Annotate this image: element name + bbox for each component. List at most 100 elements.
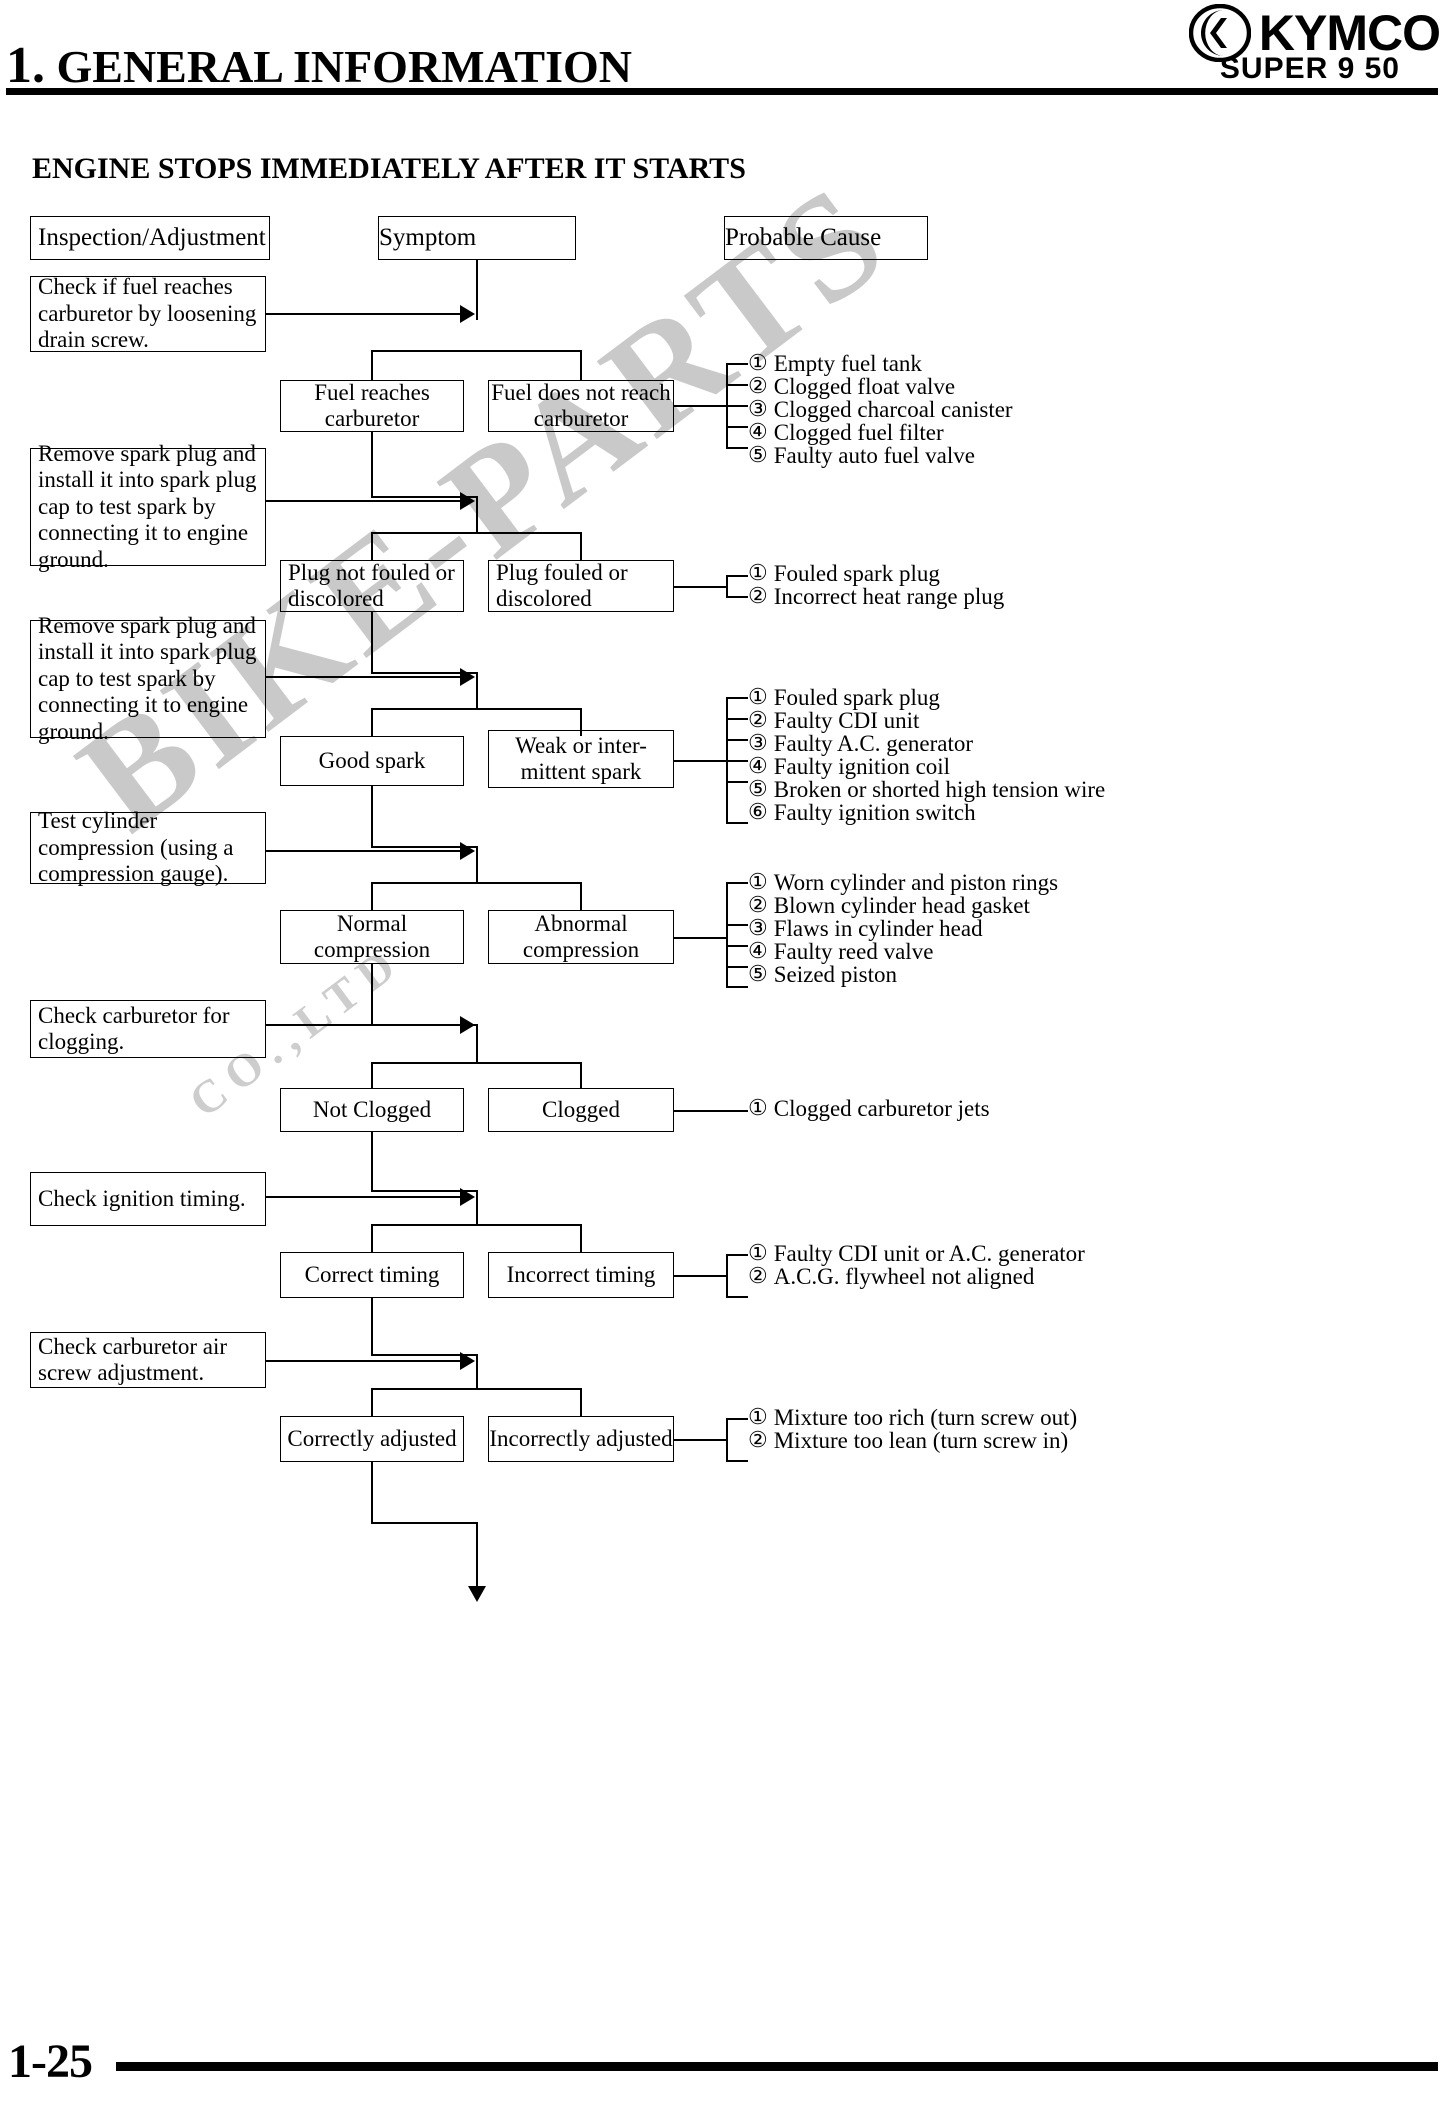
branch-right-3	[580, 708, 582, 736]
flow-spine-6	[476, 1354, 478, 1388]
inspection-box-7: Check carburetor air screw adjustment.	[30, 1332, 266, 1388]
cause-tick-3-2	[726, 718, 748, 720]
cause-list-7: ① Mixture too rich (turn screw out) ② Mi…	[748, 1406, 1148, 1453]
cause-tick-1-4	[726, 426, 748, 428]
cause-tick-3-1	[726, 697, 748, 699]
page-number: 1-25	[8, 2035, 93, 2088]
flow-spine-5	[476, 1190, 478, 1224]
cause-list-1: ① Empty fuel tank ② Clogged float valve …	[748, 350, 1168, 468]
cause-list-4: ① Worn cylinder and piston rings ② Blown…	[748, 871, 1168, 987]
cause-item: ② A.C.G. flywheel not aligned	[748, 1263, 1035, 1289]
cause-list-3: ① Fouled spark plug ② Faulty CDI unit ③ …	[748, 686, 1168, 825]
column-header-cause: Probable Cause	[724, 216, 928, 260]
branch-right-2	[580, 532, 582, 560]
cause-item: ② Mixture too lean (turn screw in)	[748, 1427, 1069, 1453]
branch-left-6	[371, 1224, 373, 1252]
inspection-box-4: Test cylinder compression (using a compr…	[30, 808, 266, 886]
cause-item: ② Clogged float valve	[748, 373, 956, 399]
cause-stem-1	[674, 405, 726, 407]
header-rule	[6, 88, 1438, 95]
cause-list-6: ① Faulty CDI unit or A.C. generator ② A.…	[748, 1240, 1148, 1289]
cause-stem-7	[674, 1439, 726, 1441]
chapter-number: 1.	[6, 37, 45, 94]
branch-left-4	[371, 882, 373, 910]
cause-item: ⑤ Faulty auto fuel valve	[748, 442, 975, 468]
branch-left-7	[371, 1388, 373, 1416]
cause-item: ② Blown cylinder head gasket	[748, 892, 1030, 918]
inspection-box-3: Remove spark plug and install it into sp…	[30, 613, 266, 744]
cause-tick-6-1	[726, 1254, 748, 1256]
cause-tick-4-4	[726, 966, 748, 968]
column-header-inspection: Inspection/Adjustment	[30, 216, 270, 260]
symptom-pass-box-2: Plug not fouled or discolored	[280, 560, 464, 612]
cause-stem-2	[674, 586, 726, 588]
flow-down-1	[371, 432, 373, 496]
symptom-pass-box-5: Not Clogged	[280, 1088, 464, 1132]
cause-tick-2-1	[726, 575, 748, 577]
cause-tick-3-6	[726, 822, 748, 824]
arrow-head-2	[460, 492, 475, 510]
flow-join-1	[371, 496, 476, 498]
cause-tick-7-1	[726, 1418, 748, 1420]
cause-tick-1-1	[726, 363, 748, 365]
cause-tick-4-1	[726, 882, 748, 884]
symptom-pass-box-6: Correct timing	[280, 1252, 464, 1298]
kymco-wordmark: KYMCO	[1258, 5, 1441, 61]
arrow-line-4	[266, 850, 466, 852]
kymco-emblem-icon	[1188, 4, 1251, 62]
cause-bracket-3	[726, 697, 728, 822]
inspection-box-1: Check if fuel reaches carburetor by loos…	[30, 274, 266, 352]
cause-item: ① Fouled spark plug	[748, 560, 940, 586]
branch-right-1	[580, 350, 582, 380]
cause-tick-6-2	[726, 1296, 748, 1298]
inspection-box-5: Check carburetor for clogging.	[30, 1000, 266, 1058]
flow-spine-1	[476, 496, 478, 532]
branch-left-3	[371, 708, 373, 736]
flow-down-2	[371, 612, 373, 672]
cause-tick-1-3	[726, 405, 748, 407]
cause-item: ② Faulty CDI unit	[748, 707, 920, 733]
arrow-head-5	[460, 1016, 475, 1034]
cause-item: ④ Faulty ignition coil	[748, 753, 951, 779]
cause-tick-2-2	[726, 596, 748, 598]
column-header-symptom: Symptom	[378, 216, 576, 260]
cause-item: ① Faulty CDI unit or A.C. generator	[748, 1240, 1085, 1266]
branch-right-4	[580, 882, 582, 910]
cause-list-5: ① Clogged carburetor jets	[748, 1097, 1168, 1121]
cause-item: ⑥ Faulty ignition switch	[748, 799, 976, 825]
flow-down-3	[371, 786, 373, 846]
cause-bracket-4	[726, 882, 728, 986]
branch-right-7	[580, 1388, 582, 1416]
arrow-line-7	[266, 1360, 466, 1362]
cause-item: ③ Flaws in cylinder head	[748, 915, 983, 941]
cause-bracket-7	[726, 1418, 728, 1460]
cause-tick-1-5	[726, 447, 748, 449]
arrow-head-3	[460, 668, 475, 686]
inspection-box-6: Check ignition timing.	[30, 1172, 266, 1226]
section-title: ENGINE STOPS IMMEDIATELY AFTER IT STARTS	[32, 152, 746, 185]
kymco-logo: KYMCO	[1188, 4, 1441, 62]
cause-bracket-2	[726, 575, 728, 597]
flow-join-3	[371, 846, 476, 848]
cause-stem-3	[674, 760, 726, 762]
arrow-head-4	[460, 842, 475, 860]
branch-bar-4	[371, 882, 582, 884]
cause-tick-1-2	[726, 384, 748, 386]
cause-item: ① Empty fuel tank	[748, 350, 922, 376]
symptom-pass-box-4: Normal compression	[280, 910, 464, 964]
symptom-pass-box-1: Fuel reaches carburetor	[280, 380, 464, 432]
branch-bar-3	[371, 708, 582, 710]
symptom-fail-box-6: Incorrect timing	[488, 1252, 674, 1298]
flow-spine-3	[476, 846, 478, 882]
arrow-head-1	[460, 305, 475, 323]
cause-tick-3-4	[726, 760, 748, 762]
cause-list-2: ① Fouled spark plug ② Incorrect heat ran…	[748, 560, 1168, 609]
cause-bracket-6	[726, 1254, 728, 1296]
cause-item: ② Incorrect heat range plug	[748, 583, 1005, 609]
arrow-head-7	[460, 1352, 475, 1370]
flow-down-7	[371, 1462, 373, 1522]
flow-down-4	[371, 964, 373, 1024]
cause-item: ③ Clogged charcoal canister	[748, 396, 1013, 422]
flow-exit-line	[476, 1522, 478, 1588]
arrow-head-6	[460, 1188, 475, 1206]
